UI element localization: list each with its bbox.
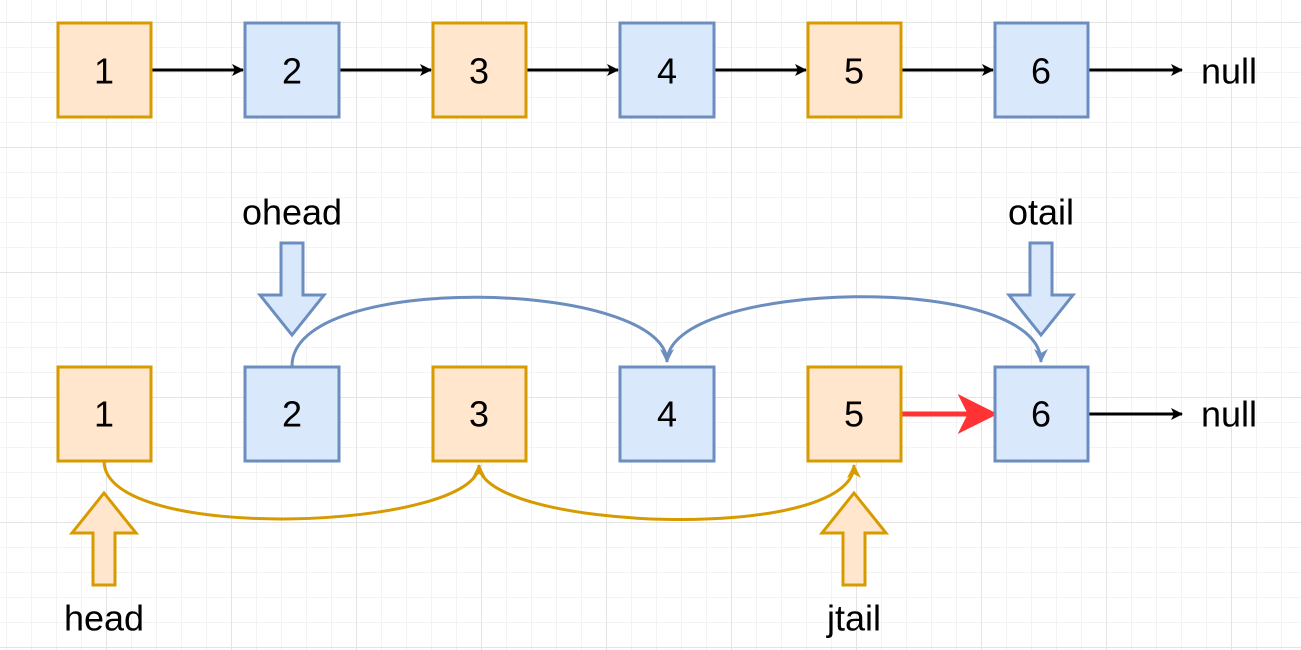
pointer-ohead: ohead <box>242 192 342 338</box>
pointer-otail: otail <box>1005 192 1077 338</box>
row2-node-5: 5 <box>806 365 903 463</box>
split-list: 1 2 3 4 5 6 null <box>56 295 1257 522</box>
row2-node-2-label: 2 <box>282 394 302 435</box>
head-label: head <box>64 598 144 639</box>
row2-node-4-label: 4 <box>657 394 677 435</box>
row1-node-5-label: 5 <box>844 51 864 92</box>
odd-link-1-3 <box>102 460 486 521</box>
jtail-arrow-icon <box>818 490 890 587</box>
jtail-label: jtail <box>826 598 881 639</box>
otail-arrow-icon <box>1005 241 1077 338</box>
row1-node-3-label: 3 <box>469 51 489 92</box>
pointer-head: head <box>64 490 144 639</box>
row1-node-1: 1 <box>56 21 153 119</box>
row2-node-1-label: 1 <box>94 394 114 435</box>
row2-node-6-label: 6 <box>1031 394 1051 435</box>
row1-node-6: 6 <box>993 21 1090 119</box>
row2-node-1: 1 <box>56 365 153 463</box>
row2-null-label: null <box>1201 394 1257 435</box>
row2-node-4: 4 <box>618 365 716 463</box>
even-link-2-4 <box>290 295 674 367</box>
row1-node-1-label: 1 <box>94 51 114 92</box>
row2-node-3-label: 3 <box>469 394 489 435</box>
ohead-label: ohead <box>242 192 342 233</box>
even-link-4-6 <box>665 295 1048 363</box>
row2-node-3: 3 <box>431 365 528 463</box>
row1-node-6-label: 6 <box>1031 51 1051 92</box>
row2-node-2: 2 <box>243 365 341 463</box>
row1-null-label: null <box>1201 51 1257 92</box>
row2-node-5-label: 5 <box>844 394 864 435</box>
row1-node-4: 4 <box>618 21 716 119</box>
row1-node-4-label: 4 <box>657 51 677 92</box>
pointer-jtail: jtail <box>818 490 890 639</box>
row2-node-6: 6 <box>993 365 1090 463</box>
original-list: 1 2 3 4 5 6 null <box>56 21 1257 119</box>
otail-label: otail <box>1008 192 1074 233</box>
ohead-arrow-icon <box>256 241 328 338</box>
row1-node-2: 2 <box>243 21 341 119</box>
odd-link-3-5 <box>477 464 861 522</box>
row1-node-5: 5 <box>806 21 903 119</box>
row1-node-2-label: 2 <box>282 51 302 92</box>
row1-node-3: 3 <box>431 21 528 119</box>
head-arrow-icon <box>68 490 140 587</box>
